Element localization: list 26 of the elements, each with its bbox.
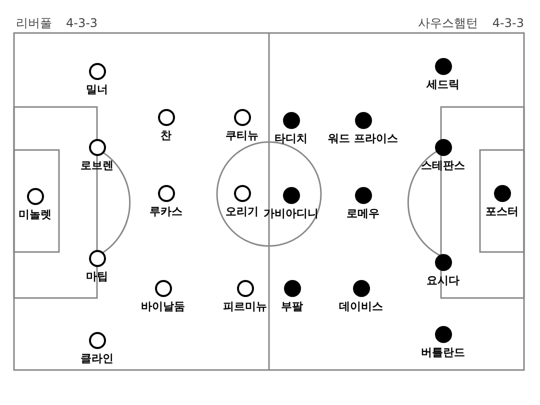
- player-name: 가비아디니: [264, 208, 318, 219]
- player-name: 루카스: [150, 206, 182, 217]
- player-name: 마팁: [86, 271, 108, 282]
- player-name: 클라인: [80, 353, 114, 364]
- formation: 4-3-3: [492, 15, 524, 32]
- player-name: 데이비스: [339, 301, 383, 312]
- player-name: 찬: [160, 130, 172, 141]
- player-name: 포스터: [486, 206, 518, 217]
- player-name: 피르미뉴: [223, 301, 267, 312]
- team-name: 리버풀: [16, 15, 52, 32]
- player-name: 워드 프라이스: [328, 133, 398, 144]
- player-name: 로메우: [346, 208, 380, 219]
- player-name: 버틀란드: [421, 347, 465, 358]
- formation: 4-3-3: [66, 15, 98, 32]
- player-name: 바이날둠: [141, 301, 185, 312]
- team-name: 사우스햄턴: [418, 15, 478, 32]
- player-name: 요시다: [426, 275, 460, 286]
- player-name: 스테판스: [421, 160, 465, 171]
- player-name: 부팔: [281, 301, 303, 312]
- player-name: 미놀렛: [18, 209, 52, 220]
- player-name: 쿠티뉴: [226, 130, 258, 141]
- player-name: 밀너: [86, 84, 108, 95]
- player-name: 오리기: [226, 206, 258, 217]
- player-name: 세드릭: [426, 79, 460, 90]
- player-name: 타디치: [274, 133, 308, 144]
- player-name: 로브렌: [80, 160, 114, 171]
